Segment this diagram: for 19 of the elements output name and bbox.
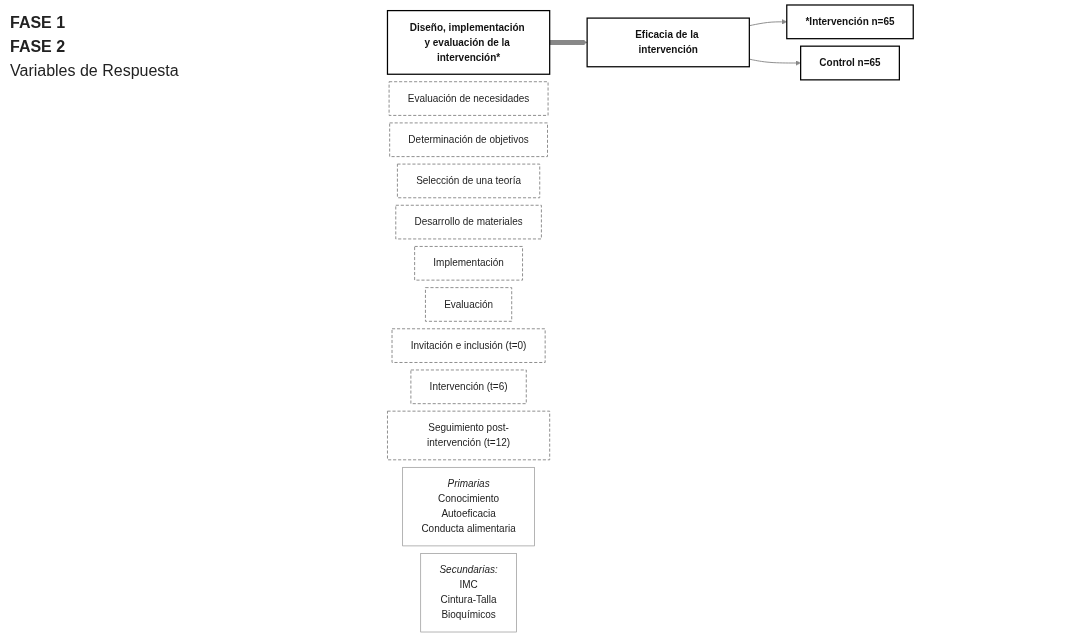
node-box: Evaluación: [424, 287, 512, 322]
node-box: Determinación de objetivos: [388, 122, 548, 158]
node-box: Evaluación de necesidades: [388, 81, 549, 116]
node-box: Invitación e inclusión (t=0): [391, 328, 546, 363]
node-box: Diseño, implementación y evaluación de la intervención*: [386, 10, 550, 75]
node-box: Seguimiento post-intervención (t=12): [386, 410, 550, 461]
arrow: [549, 39, 587, 46]
phase-heading: FASE 1: [10, 14, 67, 32]
node-box: Selección de una teoría: [396, 163, 540, 199]
section-label: Variables de Respuesta: [10, 62, 180, 80]
node-box: Control n=65: [799, 45, 900, 81]
node-box: Intervención (t=6): [410, 369, 527, 405]
node-box: *Intervención n=65: [785, 4, 914, 40]
node-box: Primarias Conocimiento Autoeficacia Conducta alimentaria: [402, 467, 535, 547]
phase-heading: FASE 2: [10, 38, 67, 56]
node-box: Eficacia de la intervención: [586, 17, 750, 68]
node-box: Desarrollo de materiales: [394, 204, 542, 240]
node-box: Secundarias: IMC Cintura-Talla Bioquímicos: [420, 553, 517, 633]
node-box: Implementación: [413, 245, 523, 281]
